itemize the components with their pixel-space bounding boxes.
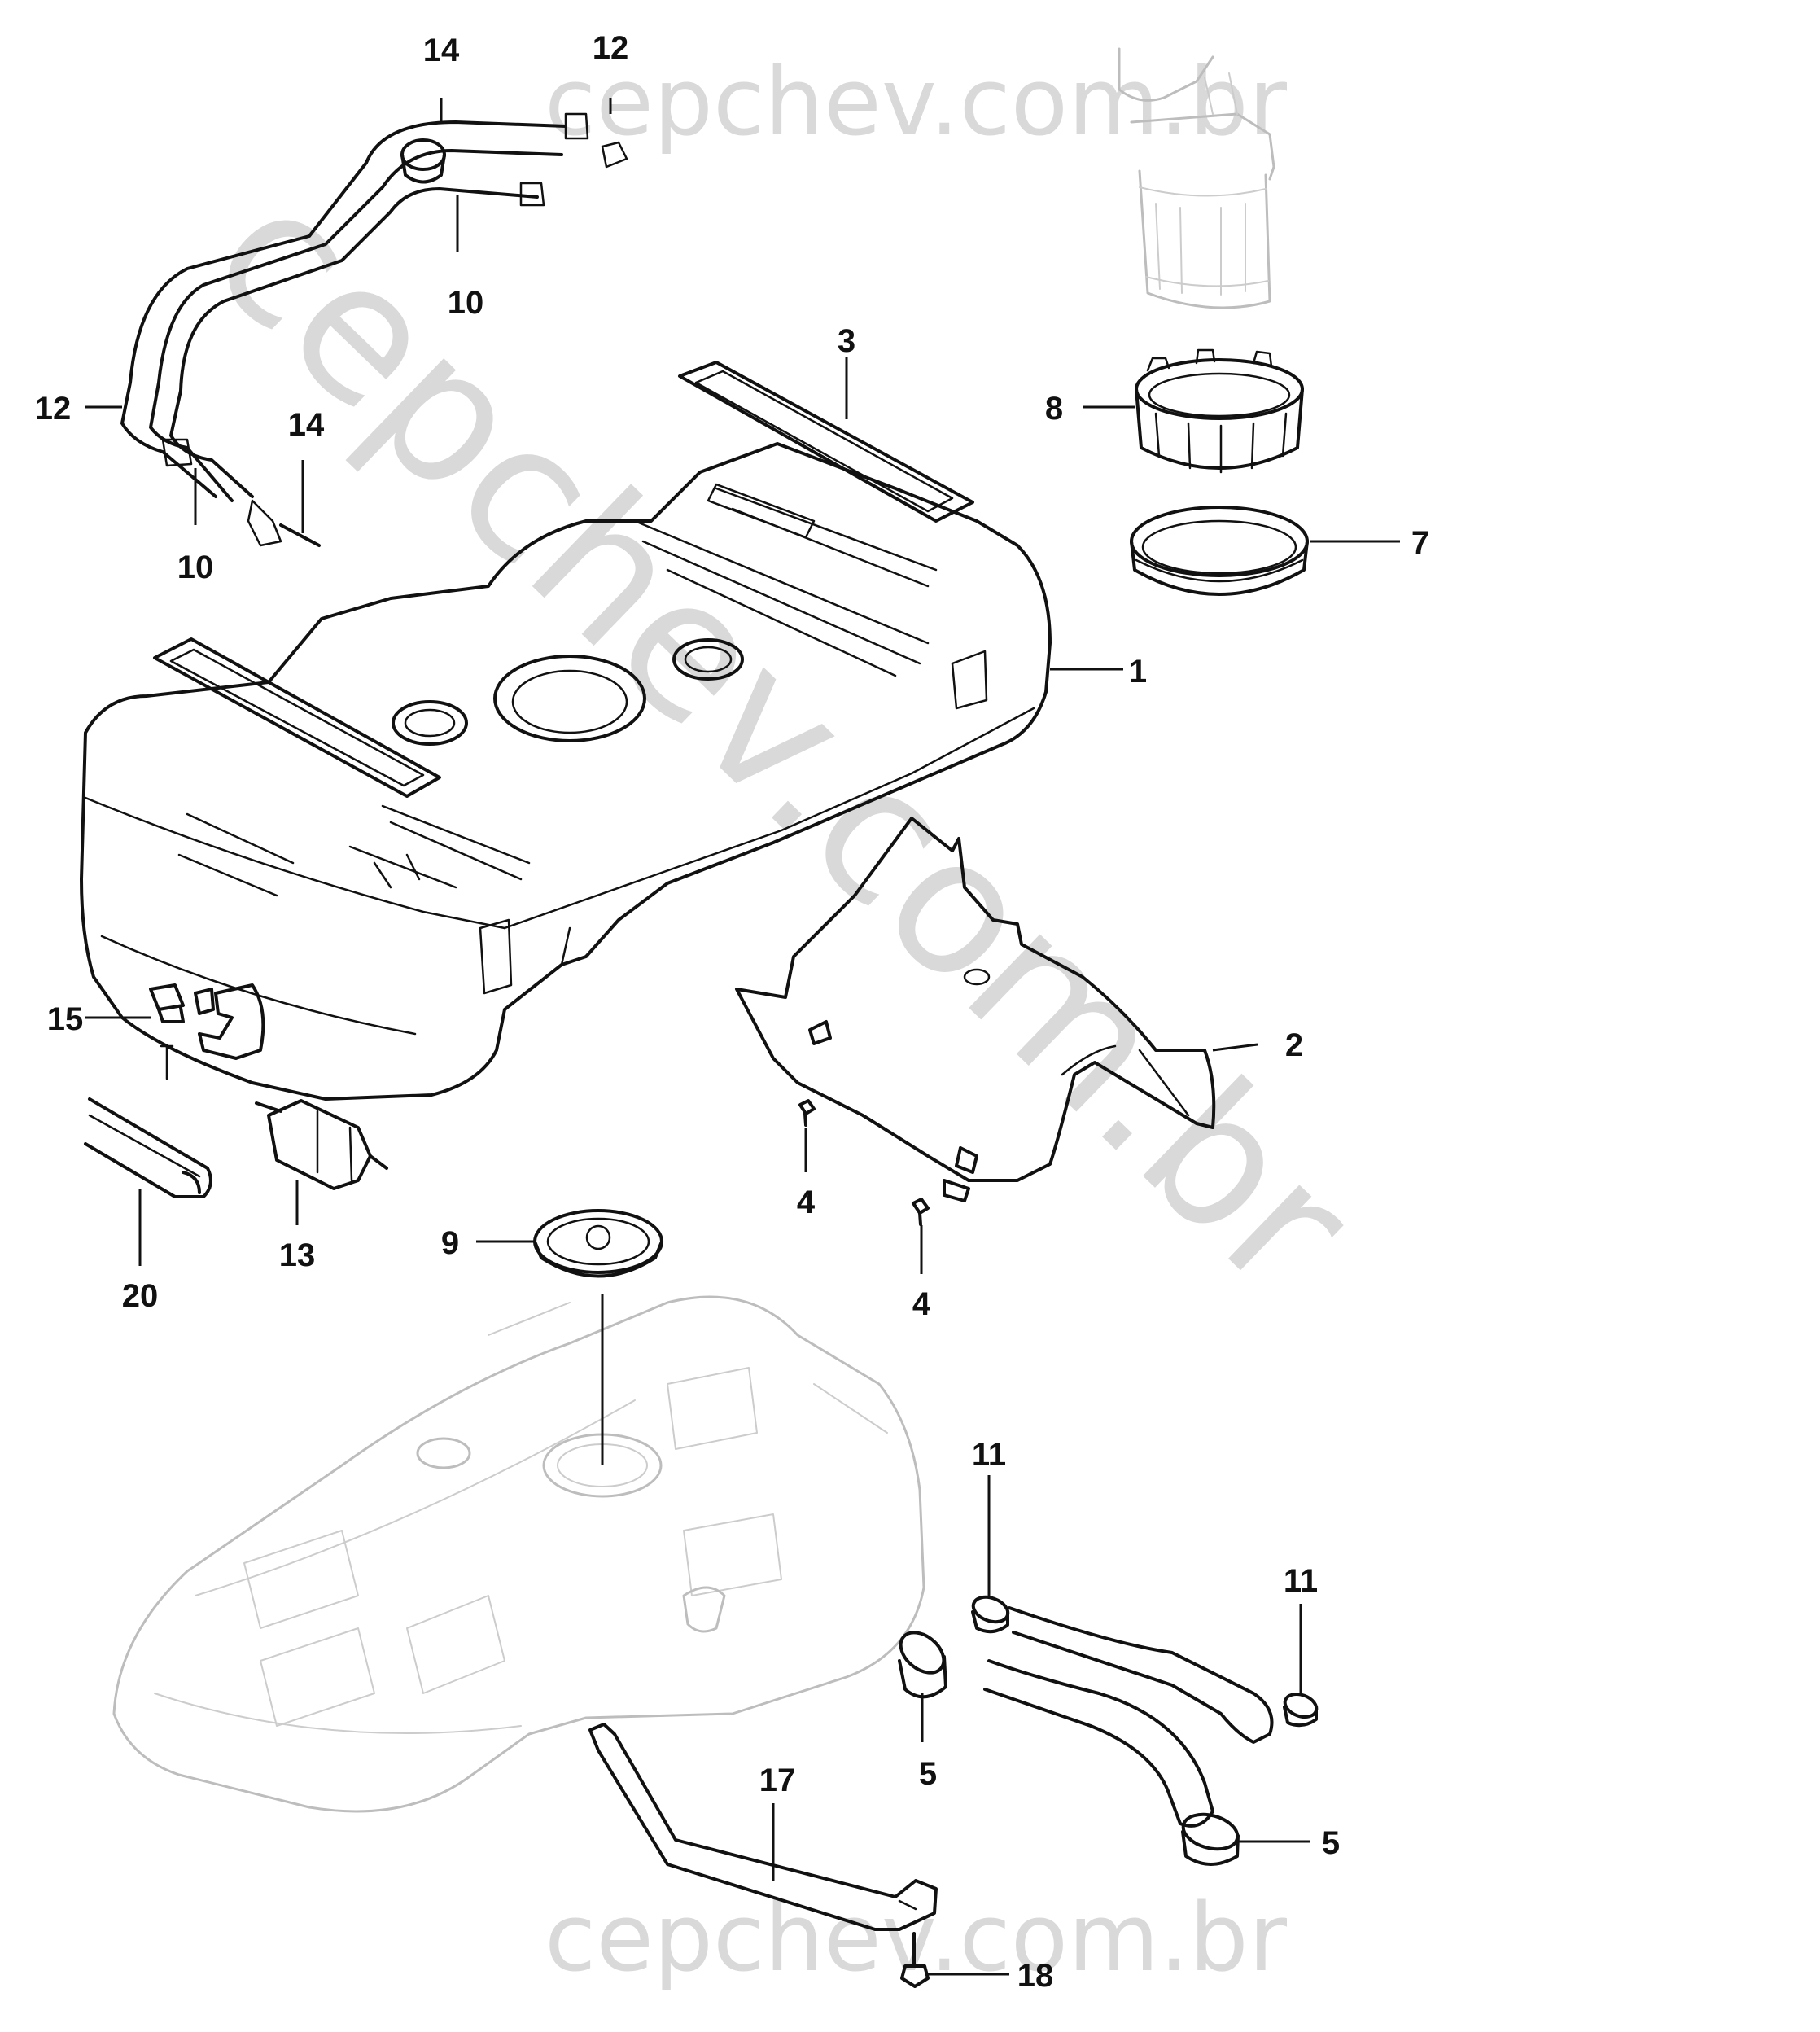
part-4-bolts	[798, 1099, 930, 1226]
callout-4-right: 4	[912, 1286, 931, 1322]
part-18-bolt	[900, 1932, 930, 1988]
callout-10-left: 10	[177, 550, 214, 585]
callout-3: 3	[838, 323, 855, 359]
callout-2: 2	[1285, 1027, 1303, 1063]
part-7-seal	[1130, 506, 1309, 596]
callout-11-left: 11	[972, 1437, 1006, 1473]
callout-15: 15	[47, 1001, 84, 1037]
callout-11-right: 11	[1284, 1563, 1318, 1599]
ghost-fuel-pump-module	[1118, 47, 1275, 309]
part-13-fuel-filter	[255, 1099, 388, 1190]
callout-18: 18	[1017, 1958, 1054, 1994]
part-17-tank-strap	[588, 1723, 938, 1931]
fuel-lines	[85, 98, 628, 547]
part-9-cover	[533, 1209, 663, 1278]
callout-13: 13	[279, 1237, 316, 1273]
callout-leaders	[85, 357, 1400, 1976]
callout-4-left: 4	[797, 1185, 816, 1220]
callout-1: 1	[1129, 654, 1147, 690]
callout-9: 9	[441, 1225, 459, 1261]
callout-20: 20	[122, 1278, 159, 1314]
tank-front-pad	[153, 637, 441, 798]
watermark-bottom: cepchev.com.br	[545, 1884, 1288, 1993]
part-5-clamps	[898, 1631, 1240, 1866]
callout-10-top: 10	[448, 285, 484, 321]
part-1-fuel-tank	[80, 442, 1052, 1101]
ghost-tank-underside	[112, 1294, 925, 1813]
watermark-top: cepchev.com.br	[545, 48, 1288, 157]
callout-14-left: 14	[288, 407, 325, 443]
part-3-insulator-pad	[678, 361, 974, 523]
callout-8: 8	[1045, 391, 1063, 427]
callout-12-left: 12	[35, 391, 72, 427]
callout-7: 7	[1411, 525, 1429, 561]
callout-5-left: 5	[919, 1756, 937, 1792]
part-15-bracket	[149, 983, 265, 1080]
callout-14-top: 14	[423, 33, 460, 68]
part-11-clamps	[971, 1595, 1319, 1728]
part-8-lock-ring	[1135, 348, 1304, 474]
callout-12-top: 12	[593, 30, 629, 66]
callout-labels: 14 12 10 12 14 10 3 8 7 1 2 15 4 4 20 13…	[35, 30, 1429, 1994]
fuel-hoses	[983, 1606, 1274, 1828]
callout-5-right: 5	[1322, 1825, 1340, 1861]
part-20-trim-strip	[84, 1097, 212, 1198]
callout-17: 17	[759, 1763, 796, 1798]
part-2-heat-shield	[735, 817, 1216, 1202]
